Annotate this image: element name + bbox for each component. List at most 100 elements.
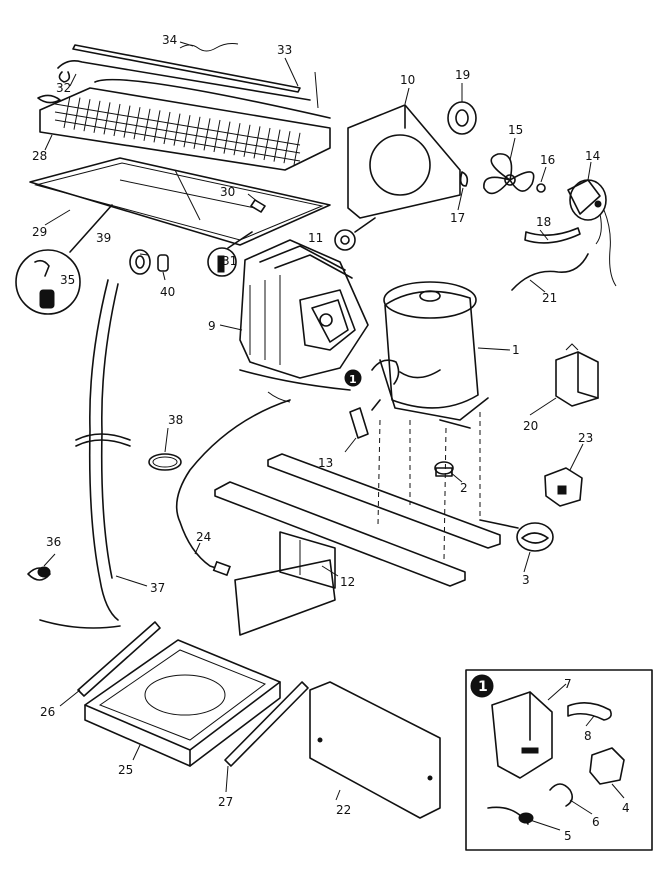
callout-14: 14 xyxy=(585,149,600,163)
drain-pan-assembly xyxy=(239,239,369,391)
callout-31: 31 xyxy=(222,254,237,268)
screw xyxy=(250,199,266,213)
condenser-fin xyxy=(293,132,301,165)
condenser-coil xyxy=(37,78,331,171)
callout-12: 12 xyxy=(340,575,355,589)
retainer-clip xyxy=(459,171,469,187)
defrost-heater-rod xyxy=(57,44,311,101)
condenser-fin xyxy=(73,97,81,130)
mounting-grommet xyxy=(434,461,454,477)
callout-11: 11 xyxy=(308,231,323,245)
callout-35: 35 xyxy=(60,273,75,287)
condenser-fin xyxy=(153,110,161,143)
callout-13: 13 xyxy=(318,456,333,470)
condenser-fin xyxy=(243,124,251,157)
spacer xyxy=(536,183,546,193)
callout-38: 38 xyxy=(168,413,183,427)
pan-bracket-right xyxy=(224,681,309,767)
hose-clip xyxy=(27,566,51,581)
grommet xyxy=(447,101,477,135)
condenser-fin xyxy=(173,113,181,146)
callout-7: 7 xyxy=(564,677,572,691)
callout-34: 34 xyxy=(162,33,177,47)
callout-40: 40 xyxy=(160,285,175,299)
callout-23: 23 xyxy=(578,431,593,445)
condenser-fin xyxy=(103,102,111,135)
callout-10: 10 xyxy=(400,73,415,87)
condensate-drain-pan xyxy=(84,639,281,767)
callout-15: 15 xyxy=(508,123,523,137)
condenser-fin xyxy=(133,107,141,140)
callout-1: 1 xyxy=(512,343,520,357)
compressor-option-badge xyxy=(344,369,362,387)
callout-32: 32 xyxy=(56,81,71,95)
callout-21: 21 xyxy=(542,291,557,305)
callout-8: 8 xyxy=(584,729,592,743)
condenser-fin xyxy=(143,108,151,141)
callout-25: 25 xyxy=(118,763,133,777)
hose-clamp xyxy=(148,453,182,471)
callout-24: 24 xyxy=(196,530,211,544)
compressor-badge-label: 1 xyxy=(349,373,357,386)
condenser-fin xyxy=(273,129,281,162)
power-cord xyxy=(175,391,291,577)
callout-2: 2 xyxy=(460,481,468,495)
condenser-fin xyxy=(283,131,291,164)
callout-labels: 34 33 32 28 29 30 35 31 39 40 10 19 15 1… xyxy=(32,33,630,843)
callout-28: 28 xyxy=(32,149,47,163)
callout-29: 29 xyxy=(32,225,47,239)
callout-9: 9 xyxy=(208,319,216,333)
condenser-fin xyxy=(93,100,101,133)
callout-26: 26 xyxy=(40,705,55,719)
condenser-fin xyxy=(123,105,131,138)
start-capacitor xyxy=(555,343,599,407)
callout-6: 6 xyxy=(592,815,600,829)
alignment-guides xyxy=(377,412,481,561)
condenser-fin xyxy=(193,116,201,149)
detail-circle-3 xyxy=(479,519,554,552)
condenser-fin xyxy=(163,111,171,145)
callout-18: 18 xyxy=(536,215,551,229)
fan-blade xyxy=(483,153,535,195)
inset-detail-box xyxy=(465,669,653,851)
condenser-fin xyxy=(83,99,91,132)
filter-drier xyxy=(349,407,369,439)
condenser-fin xyxy=(183,115,191,148)
condenser-fin xyxy=(213,119,221,153)
drain-plug xyxy=(157,254,169,272)
condenser-fin xyxy=(203,118,211,151)
evaporator-cover xyxy=(29,157,331,246)
condenser-fin xyxy=(223,121,231,154)
condenser-fin xyxy=(63,95,71,129)
callout-37: 37 xyxy=(150,581,165,595)
callout-16: 16 xyxy=(540,153,555,167)
fan-shroud xyxy=(347,104,461,219)
condenser-fin xyxy=(253,126,261,159)
motor-bracket xyxy=(524,227,581,244)
detail-circle-31 xyxy=(207,231,253,277)
callout-39: 39 xyxy=(96,231,111,245)
condenser-fin xyxy=(263,127,271,161)
callout-27: 27 xyxy=(218,795,233,809)
bushing xyxy=(334,217,376,251)
callout-36: 36 xyxy=(46,535,61,549)
drain-hose xyxy=(39,279,131,629)
mounting-base-rails xyxy=(214,453,501,636)
fan-motor xyxy=(567,179,617,287)
wire-harness xyxy=(511,253,589,291)
callout-20: 20 xyxy=(523,419,538,433)
callout-4: 4 xyxy=(622,801,630,815)
callout-33: 33 xyxy=(277,43,292,57)
callout-5: 5 xyxy=(564,829,572,843)
overload-protector xyxy=(544,467,583,507)
wire-clip xyxy=(58,71,319,109)
condenser-fin xyxy=(113,103,121,137)
callout-3: 3 xyxy=(522,573,530,587)
access-panel xyxy=(309,681,441,819)
callout-19: 19 xyxy=(455,68,470,82)
condenser-fin xyxy=(233,123,241,156)
inset-badge-label: 1 xyxy=(478,679,488,695)
detail-circle-35 xyxy=(15,204,113,315)
compressor xyxy=(371,281,489,429)
